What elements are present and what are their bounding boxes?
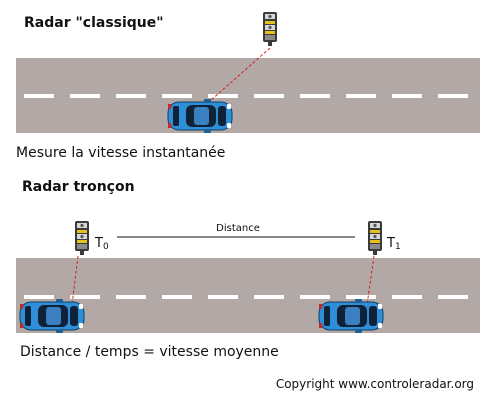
classic-title: Radar "classique" [24, 15, 164, 31]
radar-camera-icon [75, 221, 89, 255]
section-caption: Distance / temps = vitesse moyenne [20, 344, 279, 360]
car-icon [318, 298, 384, 334]
radar-camera-icon [263, 12, 277, 46]
copyright-text: Copyright www.controleradar.org [276, 377, 474, 391]
section-title: Radar tronçon [22, 179, 135, 195]
t1-label: T1 [386, 236, 401, 252]
distance-label: Distance [216, 223, 260, 234]
classic-laser-line [209, 47, 271, 102]
section-road [16, 258, 480, 333]
car-icon [19, 298, 85, 334]
classic-caption: Mesure la vitesse instantanée [16, 145, 225, 161]
radar-camera-icon [368, 221, 382, 255]
t0-laser-line [71, 255, 79, 306]
t0-label: T0 [94, 236, 109, 252]
car-icon [167, 98, 233, 134]
classic-road [16, 58, 480, 133]
t1-laser-line [366, 255, 375, 306]
